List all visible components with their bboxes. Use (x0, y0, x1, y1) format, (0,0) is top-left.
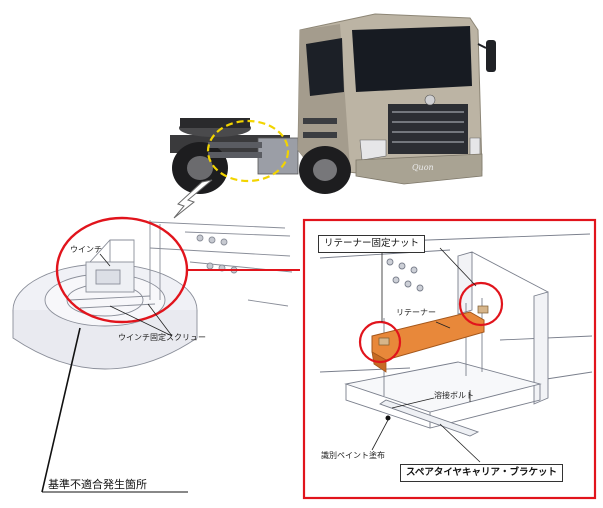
label-weld-bolt: 溶接ボルト (434, 391, 474, 400)
label-defect-location: 基準不適合発生箇所 (48, 478, 147, 491)
label-retainer-nut: リテーナー固定ナット (318, 235, 426, 253)
defect-leader-line (41, 327, 81, 493)
label-winch: ウインチ (70, 245, 102, 254)
retainer-nuts (378, 305, 489, 346)
left-leader-lines (99, 253, 173, 337)
label-bracket: スペアタイヤキャリア・ブラケット (400, 464, 564, 482)
truck-badge: Quon (412, 163, 434, 172)
zoom-arrow-icon (173, 179, 213, 219)
nut-highlight-left (358, 320, 402, 364)
bracket-detail (319, 233, 593, 437)
paint-mark-dot (385, 415, 391, 421)
right-leader-lines (371, 247, 481, 463)
label-winch-screw: ウインチ固定スクリュー (118, 333, 206, 342)
label-retainer: リテーナー (396, 308, 436, 317)
truck-illustration (170, 13, 496, 194)
nut-highlight-right (458, 281, 504, 327)
label-paint-mark: 識別ペイント塗布 (321, 451, 385, 460)
truck-callout-ellipse (206, 119, 290, 183)
spare-tire-detail (12, 220, 293, 370)
